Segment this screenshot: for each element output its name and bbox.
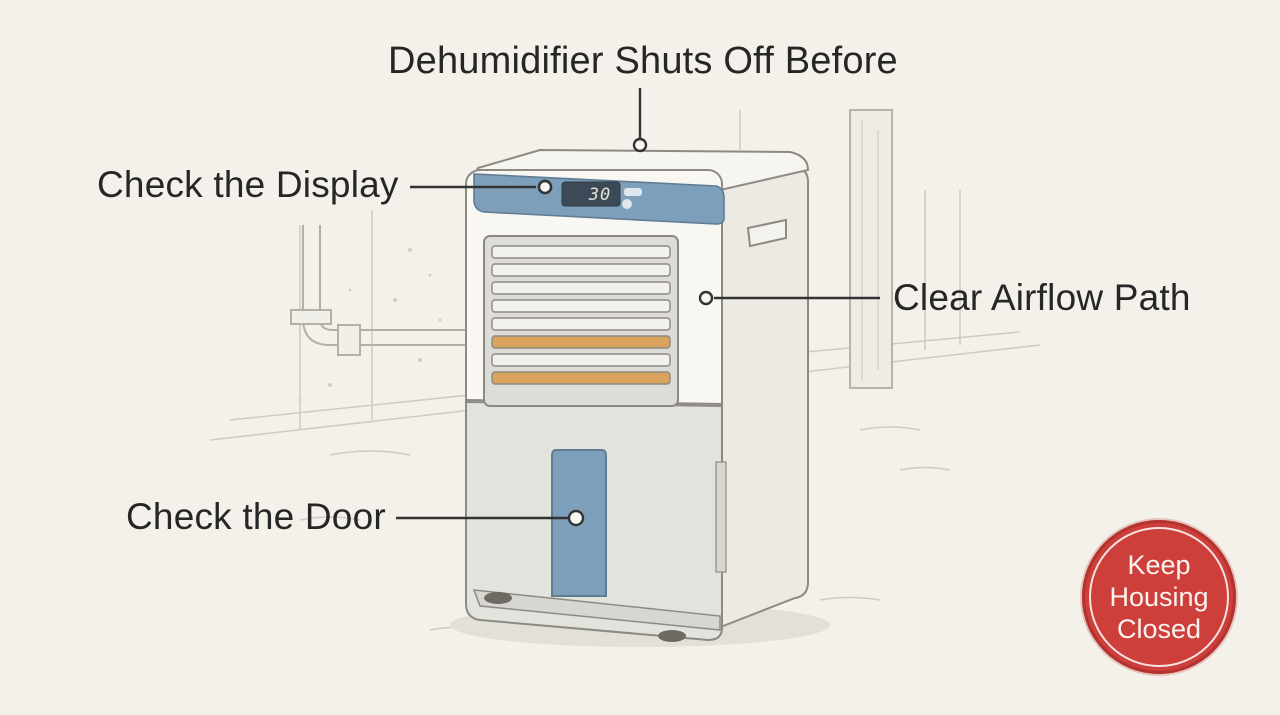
callout-door: Check the Door [126, 496, 386, 537]
stamp-text: Keep Housing Closed [1109, 550, 1209, 644]
title-leader-dot [632, 137, 648, 153]
callout-display: Check the Display [97, 164, 399, 205]
leader-lines [396, 88, 880, 527]
display-leader-dot [537, 179, 553, 195]
display-readout: 30 [588, 185, 612, 205]
callout-airflow: Clear Airflow Path [893, 277, 1191, 318]
diagram-title: Dehumidifier Shuts Off Before [388, 40, 898, 82]
wall-speckles [298, 248, 442, 402]
door-leader-dot [567, 509, 585, 527]
warning-stamp: Keep Housing Closed [1082, 520, 1236, 674]
stamp-ring [1089, 527, 1229, 667]
dehumidifier-unit [465, 148, 810, 642]
wooden-post [849, 109, 893, 389]
wall-pipe [290, 225, 470, 356]
airflow-leader-dot [698, 290, 714, 306]
